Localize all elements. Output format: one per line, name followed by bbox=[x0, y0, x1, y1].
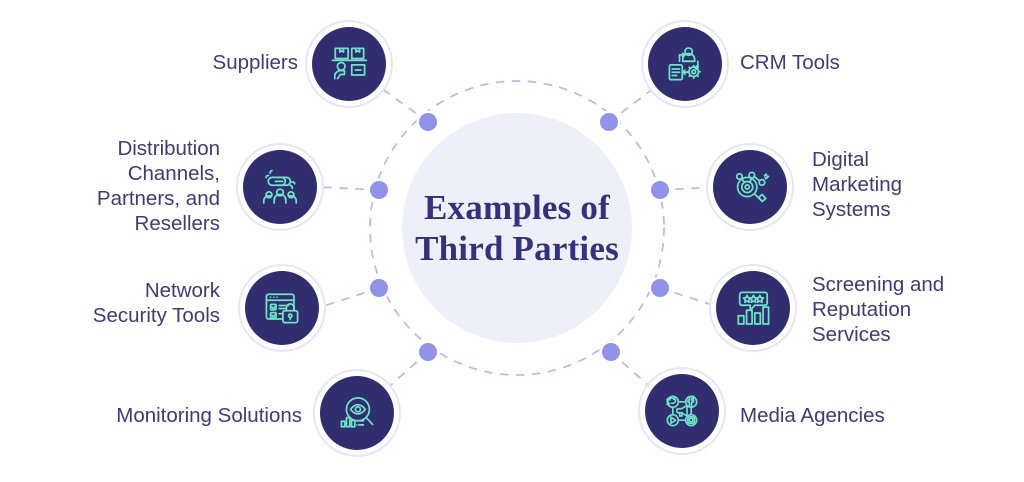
connector-dot-media-fill bbox=[602, 343, 620, 361]
magnifier-eye-chart-icon bbox=[335, 391, 379, 435]
node-label-digital-marketing-systems: Digital Marketing Systems bbox=[812, 148, 903, 221]
node-monitoring-solutions[interactable] bbox=[320, 376, 394, 450]
magnifier-network-target-icon bbox=[728, 165, 772, 209]
connector-dot-distribution-fill bbox=[370, 181, 388, 199]
chain-link-people-icon bbox=[258, 165, 302, 209]
connector-dot-screening-fill bbox=[651, 279, 669, 297]
page-title: Examples of Third Parties bbox=[415, 187, 619, 268]
node-crm-tools[interactable] bbox=[648, 27, 722, 101]
node-label-crm-tools: CRM Tools bbox=[740, 51, 840, 74]
social-megaphone-icon bbox=[660, 389, 704, 433]
node-suppliers[interactable] bbox=[312, 27, 386, 101]
person-gear-document-icon bbox=[663, 42, 707, 86]
connector-dot-crm-fill bbox=[600, 113, 618, 131]
node-media-agencies[interactable] bbox=[645, 374, 719, 448]
warehouse-worker-boxes-icon bbox=[327, 42, 371, 86]
connector-dot-network-security-fill bbox=[370, 279, 388, 297]
spoke-distribution bbox=[317, 186, 380, 191]
star-review-bars-icon bbox=[731, 286, 775, 330]
node-label-network-security-tools: Network Security Tools bbox=[92, 279, 220, 327]
spoke-network-security bbox=[317, 287, 380, 309]
connector-dot-suppliers-fill bbox=[419, 113, 437, 131]
node-screening-reputation-services[interactable] bbox=[716, 271, 790, 345]
node-label-suppliers: Suppliers bbox=[212, 51, 298, 74]
spoke-suppliers bbox=[369, 79, 429, 123]
node-label-monitoring-solutions: Monitoring Solutions bbox=[116, 404, 302, 427]
center-hub: Examples of Third Parties bbox=[402, 113, 632, 343]
spoke-digital-marketing bbox=[659, 186, 720, 191]
node-label-distribution-channels: Distribution Channels, Partners, and Res… bbox=[96, 137, 220, 235]
dashed-ring bbox=[369, 80, 665, 376]
node-label-media-agencies: Media Agencies bbox=[740, 404, 885, 427]
spoke-crm bbox=[608, 81, 663, 123]
connector-dot-monitoring-fill bbox=[419, 343, 437, 361]
connector-dot-digital-marketing-fill bbox=[651, 181, 669, 199]
node-network-security-tools[interactable] bbox=[245, 271, 319, 345]
node-label-screening-reputation-services: Screening and Reputation Services bbox=[812, 273, 945, 346]
spoke-screening bbox=[659, 287, 723, 309]
spoke-monitoring bbox=[375, 351, 429, 399]
node-digital-marketing-systems[interactable] bbox=[713, 150, 787, 224]
browser-checklist-padlock-icon bbox=[260, 286, 304, 330]
node-distribution-channels[interactable] bbox=[243, 150, 317, 224]
